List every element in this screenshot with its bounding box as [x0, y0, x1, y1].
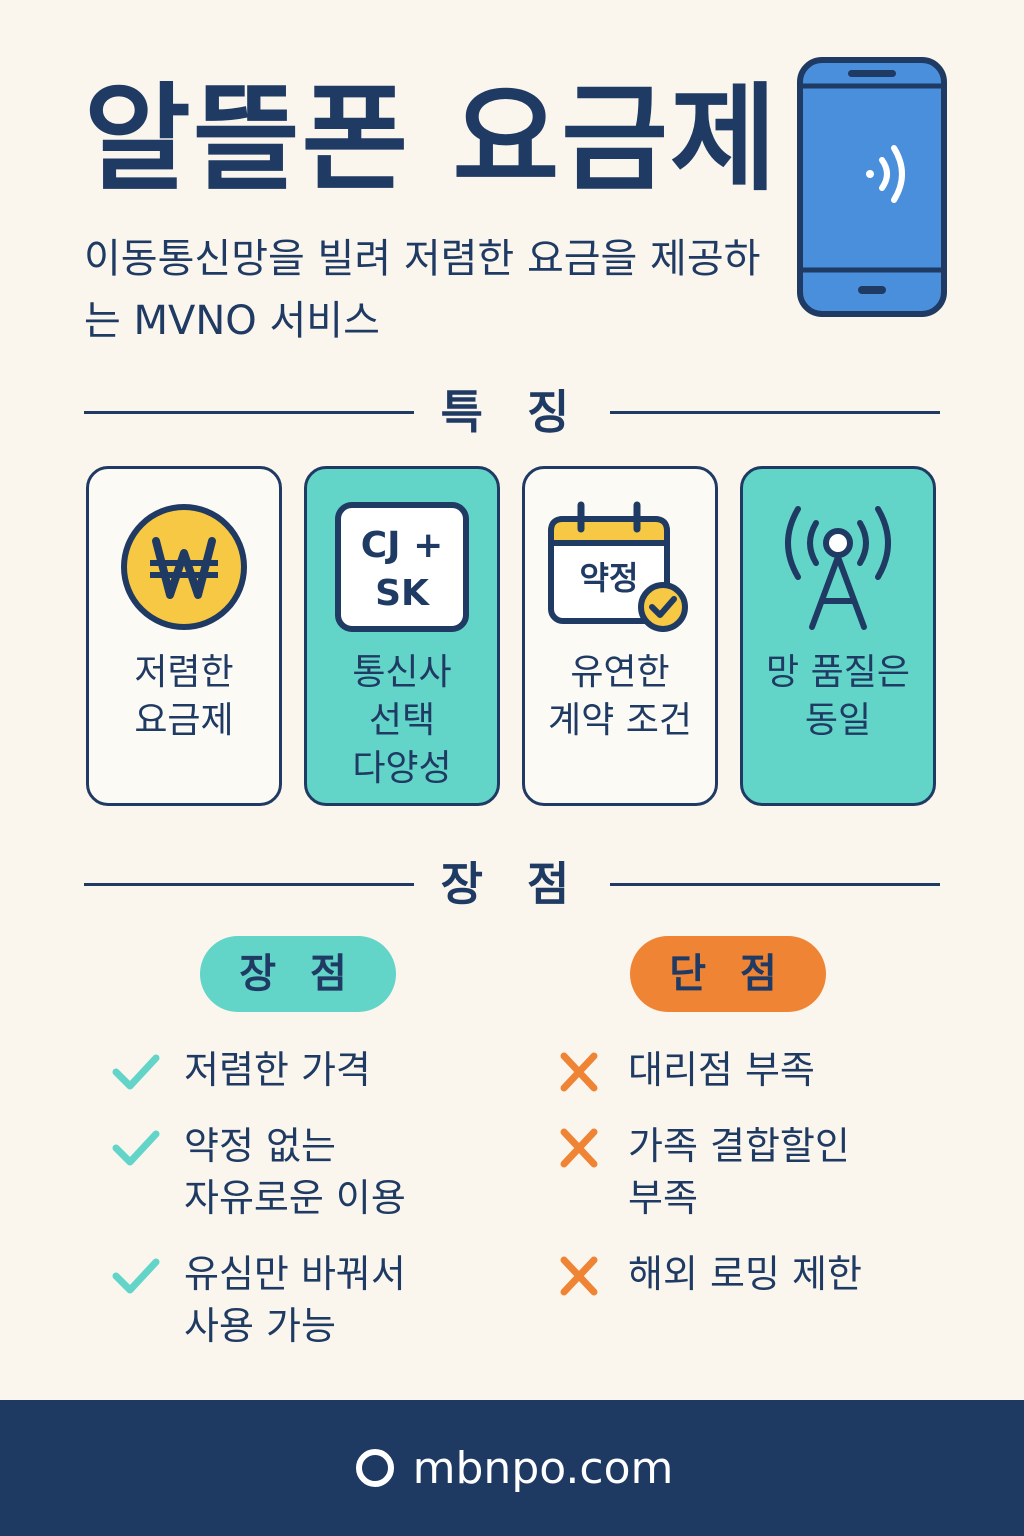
feature-card-label: 통신사 선택 다양성 [352, 652, 452, 789]
check-icon [112, 1054, 160, 1090]
pros-item: 저렴한 가격 [112, 1044, 442, 1096]
feature-card-flexible-contract: 약정 유연한 계약 조건 [522, 466, 718, 806]
feature-cards: 저렴한 요금제 CJ + SK 통신사 선택 다양성 약정 [86, 466, 940, 812]
divider [610, 411, 940, 414]
feature-card-cheap-plan: 저렴한 요금제 [86, 466, 282, 806]
divider [84, 411, 414, 414]
pros-item: 유심만 바꿔서 사용 가능 [112, 1248, 442, 1352]
smartphone-icon [797, 57, 947, 317]
features-heading: 특 징 [84, 382, 940, 442]
feature-card-label: 유연한 계약 조건 [548, 652, 692, 741]
cons-badge: 단 점 [630, 936, 826, 1012]
page-subtitle: 이동통신망을 빌려 저렴한 요금을 제공하는 MVNO 서비스 [84, 236, 761, 344]
cross-icon [560, 1256, 598, 1296]
cons-item: 해외 로밍 제한 [556, 1248, 886, 1300]
cons-list: 대리점 부족 가족 결합할인 부족 해외 로밍 제한 [556, 1044, 886, 1300]
feature-card-label: 저렴한 요금제 [134, 652, 234, 741]
comparison-heading: 장 점 [84, 854, 940, 914]
divider [84, 883, 414, 886]
feature-card-carrier-choice: CJ + SK 통신사 선택 다양성 [304, 466, 500, 806]
pros-item: 약정 없는 자유로운 이용 [112, 1120, 442, 1224]
carrier-box-icon: CJ + SK [335, 502, 469, 632]
cross-icon [560, 1128, 598, 1168]
carrier-box-text-1: CJ + [361, 525, 444, 566]
calendar-check-icon: 약정 [548, 501, 688, 632]
footer-bar: mbnpo.com [0, 1400, 1024, 1536]
calendar-text: 약정 [580, 559, 639, 597]
feature-card-label: 망 품질은 동일 [766, 652, 910, 741]
features-heading-label: 특 징 [440, 385, 584, 439]
comparison-heading-label: 장 점 [440, 857, 584, 911]
divider [610, 883, 940, 886]
cross-icon [560, 1052, 598, 1092]
footer-domain-link[interactable]: mbnpo.com [412, 1442, 674, 1494]
cons-item: 가족 결합할인 부족 [556, 1120, 886, 1224]
cons-item: 대리점 부족 [556, 1044, 886, 1096]
check-icon [112, 1130, 160, 1166]
circle-logo-icon [355, 1449, 394, 1487]
page-title: 알뜰폰 요금제 [84, 72, 779, 207]
cell-tower-icon [785, 506, 891, 630]
pros-list: 저렴한 가격 약정 없는 자유로운 이용 유심만 바꿔서 사용 가능 [112, 1044, 442, 1352]
carrier-box-text-2: SK [375, 573, 430, 614]
feature-card-network-quality: 망 품질은 동일 [740, 466, 936, 806]
check-icon [112, 1258, 160, 1294]
won-coin-icon [121, 504, 247, 630]
pros-badge: 장 점 [200, 936, 396, 1012]
